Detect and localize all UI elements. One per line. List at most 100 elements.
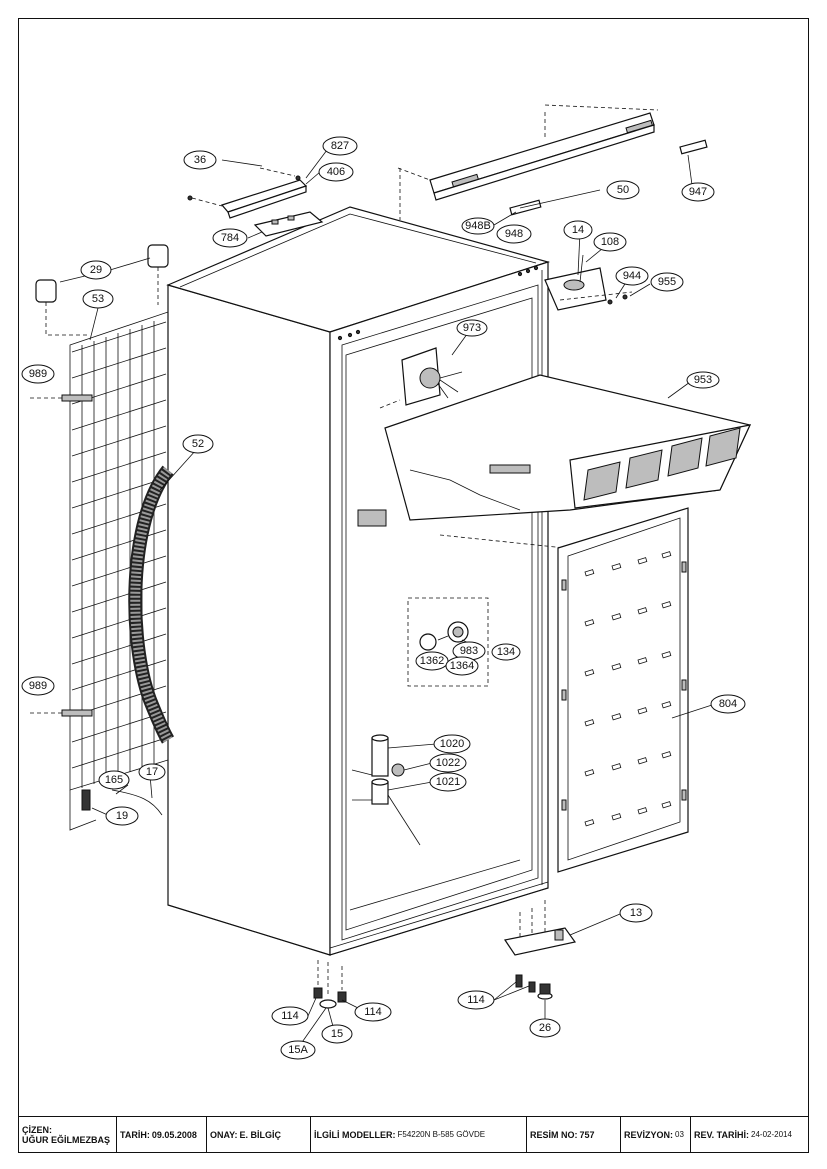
svg-text:114: 114 — [281, 1010, 299, 1022]
cabinet-body — [166, 206, 551, 956]
callout-1362: 1362 — [415, 651, 449, 671]
svg-text:15A: 15A — [288, 1044, 308, 1056]
evaporator-fan-part — [379, 347, 463, 409]
svg-text:989: 989 — [29, 368, 47, 380]
callout-1364: 1364 — [445, 656, 479, 676]
drawn-by-cell: ÇİZEN: UĞUR EĞİLMEZBAŞ — [19, 1117, 117, 1152]
svg-text:406: 406 — [327, 166, 345, 178]
svg-text:804: 804 — [719, 698, 737, 710]
svg-text:114: 114 — [467, 994, 485, 1006]
callout-15: 15 — [321, 1024, 353, 1044]
drain-assembly — [351, 734, 421, 846]
drawing-no-value: 757 — [579, 1129, 595, 1140]
svg-text:53: 53 — [92, 293, 104, 305]
drawing-sheet-border — [18, 18, 809, 1153]
callout-26: 26 — [529, 1018, 561, 1038]
drawn-by-value: UĞUR EĞİLMEZBAŞ — [22, 1134, 111, 1145]
drawing-number-cell: RESİM NO: 757 — [527, 1117, 621, 1152]
approved-cell: ONAY: E. BİLGİÇ — [207, 1117, 311, 1152]
rev-date-label: REV. TARİHİ: — [694, 1129, 750, 1140]
callout-13: 13 — [619, 903, 653, 923]
svg-text:108: 108 — [601, 236, 619, 248]
callout-15a: 15A — [280, 1040, 316, 1060]
callouts: 36 827 406 784 29 53 989 989 52 165 17 1… — [21, 136, 746, 1060]
callout-108: 108 — [593, 232, 627, 252]
callout-406: 406 — [318, 162, 354, 182]
callout-1020: 1020 — [433, 734, 471, 754]
approved-label: ONAY: — [210, 1129, 238, 1140]
svg-text:1364: 1364 — [450, 660, 474, 672]
callout-17: 17 — [138, 763, 166, 781]
svg-text:36: 36 — [194, 154, 206, 166]
svg-text:1021: 1021 — [436, 776, 460, 788]
callout-955: 955 — [650, 272, 684, 292]
svg-text:13: 13 — [630, 907, 642, 919]
drawing-no-label: RESİM NO: — [530, 1129, 578, 1140]
callout-1021: 1021 — [429, 772, 467, 792]
callout-50: 50 — [606, 180, 640, 200]
revision-value: 03 — [675, 1130, 684, 1139]
drawn-by-label: ÇİZEN: — [22, 1124, 52, 1135]
door-inner-panel-part — [557, 507, 689, 873]
svg-text:784: 784 — [221, 232, 239, 244]
callout-947: 947 — [681, 182, 715, 202]
date-cell: TARİH: 09.05.2008 — [117, 1117, 207, 1152]
bottom-hinge-and-feet — [313, 900, 577, 1009]
callout-944: 944 — [615, 266, 649, 286]
svg-text:15: 15 — [331, 1028, 343, 1040]
top-mounting-plates — [187, 167, 324, 237]
svg-text:973: 973 — [463, 322, 481, 334]
svg-text:948: 948 — [505, 228, 523, 240]
svg-text:1020: 1020 — [440, 738, 464, 750]
drain-hose-part — [128, 465, 175, 744]
date-value: 09.05.2008 — [151, 1129, 197, 1140]
thermostat-group — [407, 597, 489, 687]
svg-text:19: 19 — [116, 810, 128, 822]
svg-text:1362: 1362 — [420, 655, 444, 667]
callout-36: 36 — [183, 150, 217, 170]
callout-827: 827 — [322, 136, 358, 156]
air-duct-cover-part — [357, 374, 752, 549]
callout-804: 804 — [710, 694, 746, 714]
revision-label: REVİZYON: — [624, 1129, 674, 1140]
callout-114-right: 114 — [457, 990, 495, 1010]
callout-29: 29 — [80, 260, 112, 280]
svg-text:947: 947 — [689, 186, 707, 198]
callout-948b: 948B — [461, 217, 495, 235]
rev-date-value: 24-02-2014 — [751, 1130, 792, 1139]
svg-text:29: 29 — [90, 264, 102, 276]
callout-134: 134 — [491, 643, 521, 661]
callout-114-mid: 114 — [354, 1002, 392, 1022]
callout-53: 53 — [82, 289, 114, 309]
svg-text:17: 17 — [146, 766, 158, 778]
callout-114-left: 114 — [271, 1006, 309, 1026]
callout-1022: 1022 — [429, 753, 467, 773]
callout-989-top: 989 — [21, 364, 55, 384]
svg-text:953: 953 — [694, 374, 712, 386]
svg-text:134: 134 — [497, 646, 515, 658]
top-hinge-part — [544, 254, 633, 311]
callout-784: 784 — [212, 228, 248, 248]
callout-953: 953 — [686, 371, 720, 389]
svg-text:114: 114 — [364, 1006, 382, 1018]
svg-text:955: 955 — [658, 276, 676, 288]
date-label: TARİH: — [120, 1129, 150, 1140]
svg-text:948B: 948B — [465, 220, 491, 232]
approved-value: E. BİLGİÇ — [239, 1129, 282, 1140]
svg-text:52: 52 — [192, 438, 204, 450]
callout-165: 165 — [98, 770, 130, 790]
svg-text:827: 827 — [331, 140, 349, 152]
svg-text:944: 944 — [623, 270, 641, 282]
callout-989-bottom: 989 — [21, 676, 55, 696]
revision-date-cell: REV. TARİHİ: 24-02-2014 — [691, 1117, 808, 1152]
revision-cell: REVİZYON: 03 — [621, 1117, 691, 1152]
models-value: F54220N B-585 GÖVDE — [397, 1130, 486, 1139]
svg-text:50: 50 — [617, 184, 629, 196]
callout-973: 973 — [456, 319, 488, 337]
svg-text:26: 26 — [539, 1022, 551, 1034]
title-block: ÇİZEN: UĞUR EĞİLMEZBAŞ TARİH: 09.05.2008… — [19, 1116, 808, 1152]
callout-948: 948 — [496, 224, 532, 244]
condenser-coil-part — [30, 244, 169, 831]
svg-text:989: 989 — [29, 680, 47, 692]
